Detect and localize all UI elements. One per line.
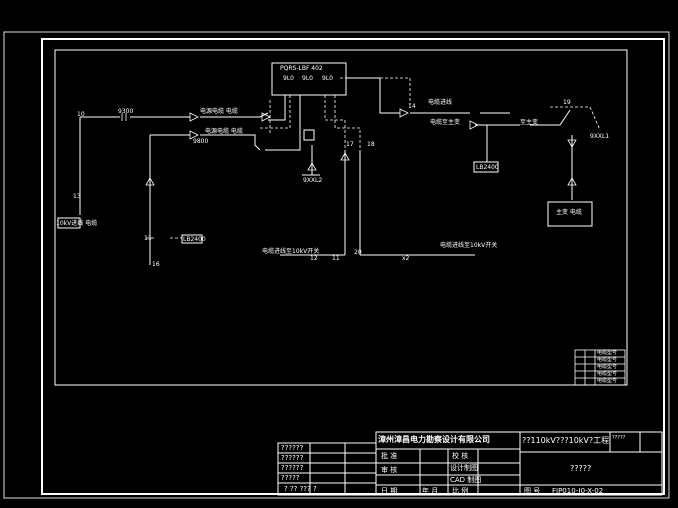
node-label: x2 (402, 255, 410, 262)
legend-entry: 电缆型号 (597, 378, 618, 384)
relay-pin-label: 9L0 (322, 75, 333, 82)
scale-label: 比 例 (452, 487, 469, 495)
cable-label: 电源电缆 电缆 (200, 108, 238, 115)
node-label: 12 (310, 255, 318, 262)
revision-cell: ????? (281, 474, 300, 482)
title-block (277, 431, 663, 496)
drawing-number: FJP010-J0-X-02 (552, 487, 604, 495)
feeder-label: 10kV进线 电缆 (56, 220, 98, 227)
legend-entry: 电缆型号 (597, 350, 618, 356)
sheet-title: ????? (570, 464, 592, 473)
cable-label: 至主变 (520, 119, 539, 126)
date-label: 日 期 (381, 487, 398, 495)
cable-label: 电缆至主变 (430, 119, 461, 126)
revision-cell: ?????? (281, 454, 304, 462)
component-label: 9800 (193, 138, 209, 145)
check-label: 校 核 (452, 452, 469, 460)
component-label: 9300 (118, 108, 134, 115)
box-label: LB2400 (183, 236, 206, 243)
outer-border (3, 31, 670, 499)
component-label: 9XXL2 (303, 177, 323, 184)
legend-entry: 电缆型号 (597, 371, 618, 377)
circuit-lines (57, 62, 593, 265)
node-label: 16 (152, 261, 160, 268)
cable-label: 电源电缆 电缆 (205, 128, 243, 135)
control-lines (149, 77, 601, 239)
cad-label: CAD 制图 (450, 476, 482, 484)
node-label: 10 (77, 111, 85, 118)
cable-label: 电缆进线 (428, 99, 453, 106)
date-value: 年 月 (422, 487, 439, 495)
relay-pin-label: 9L0 (283, 75, 294, 82)
node-label: 11 (144, 235, 152, 242)
cable-label: 电缆进线至10kV开关 (440, 242, 498, 249)
design-label: 设计制图 (450, 464, 478, 472)
diagram-area (54, 49, 628, 386)
component-symbols (121, 108, 577, 245)
drawing-number-label: 图 号 (524, 487, 541, 495)
relay-box-label: PQRS-LBF 402 (280, 65, 323, 72)
approve-label: 批 准 (381, 452, 398, 460)
cable-label: 电缆进线至10kV开关 (262, 248, 320, 255)
node-label: 17 (346, 141, 354, 148)
revision-cell: ?????? (281, 444, 304, 452)
legend-entry: 电缆型号 (597, 357, 618, 363)
legend-table (574, 349, 626, 386)
box-label: LB2400 (476, 164, 499, 171)
stage-cell: ????? (612, 435, 626, 441)
transformer-label: 主变 电缆 (556, 209, 582, 216)
component-label: 9XXL1 (590, 133, 610, 140)
legend-entry: 电缆型号 (597, 364, 618, 370)
node-label: 20 (354, 249, 362, 256)
node-label: 14 (408, 103, 416, 110)
node-label: 19 (563, 99, 571, 106)
revision-cell: ? ?? ??? ? (284, 485, 317, 493)
relay-pin-label: 9L0 (302, 75, 313, 82)
node-label: 18 (367, 141, 375, 148)
node-label: 11 (332, 255, 340, 262)
node-label: 13 (73, 193, 81, 200)
inner-border (41, 38, 665, 495)
company-name: 漳州漳昌电力勘察设计有限公司 (378, 435, 490, 444)
revision-cell: ?????? (281, 464, 304, 472)
review-label: 审 核 (381, 466, 398, 474)
project-title: ??110kV???10kV?工程 (522, 436, 610, 445)
